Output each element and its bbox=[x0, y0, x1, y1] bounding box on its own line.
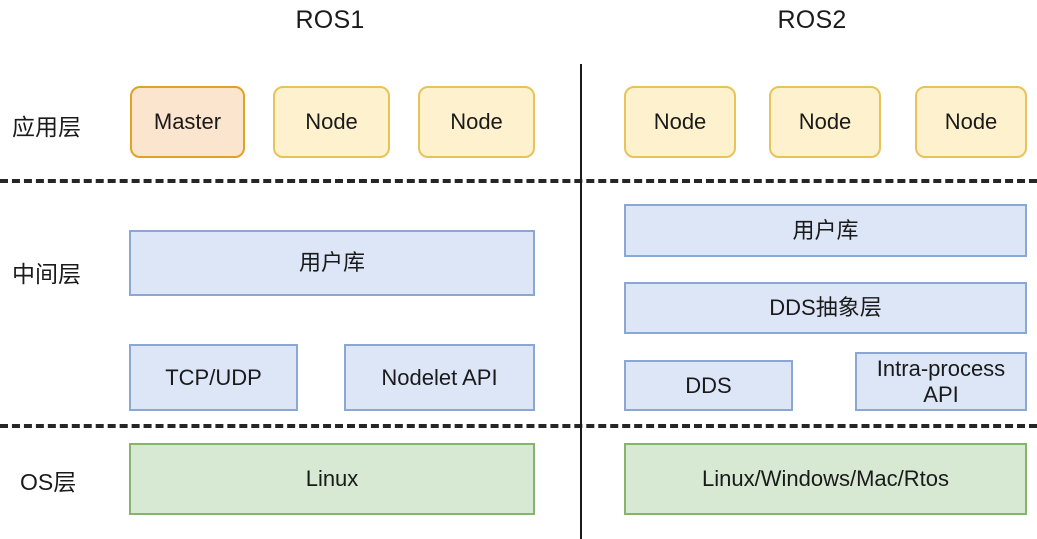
ros2-mid-box-user-library: 用户库 bbox=[624, 204, 1027, 257]
ros1-mid-box-nodelet-api: Nodelet API bbox=[344, 344, 535, 411]
ros2-mid-box-intra-process-api: Intra-process API bbox=[855, 352, 1027, 411]
row-label-os-layer: OS层 bbox=[20, 469, 77, 495]
ros2-app-box-node-3: Node bbox=[915, 86, 1027, 158]
row-label-middleware-layer: 中间层 bbox=[12, 261, 81, 287]
layer-separator-application-middleware bbox=[0, 179, 1037, 183]
ros1-app-box-master: Master bbox=[130, 86, 245, 158]
ros1-mid-box-tcp-udp: TCP/UDP bbox=[129, 344, 298, 411]
column-title-ros1: ROS1 bbox=[295, 6, 365, 34]
ros1-app-box-node-1: Node bbox=[273, 86, 390, 158]
ros2-app-box-node-1: Node bbox=[624, 86, 736, 158]
ros1-app-box-node-2: Node bbox=[418, 86, 535, 158]
row-label-application-layer: 应用层 bbox=[12, 114, 81, 140]
ros2-mid-box-dds: DDS bbox=[624, 360, 793, 411]
ros1-os-box-linux: Linux bbox=[129, 443, 535, 515]
layer-separator-middleware-os bbox=[0, 424, 1037, 428]
column-title-ros2: ROS2 bbox=[777, 6, 847, 34]
ros2-mid-box-dds-abstraction-layer: DDS抽象层 bbox=[624, 282, 1027, 334]
ros2-os-box-linux-windows-mac-rtos: Linux/Windows/Mac/Rtos bbox=[624, 443, 1027, 515]
column-divider bbox=[580, 64, 582, 539]
ros2-app-box-node-2: Node bbox=[769, 86, 881, 158]
ros1-mid-box-user-library: 用户库 bbox=[129, 230, 535, 296]
